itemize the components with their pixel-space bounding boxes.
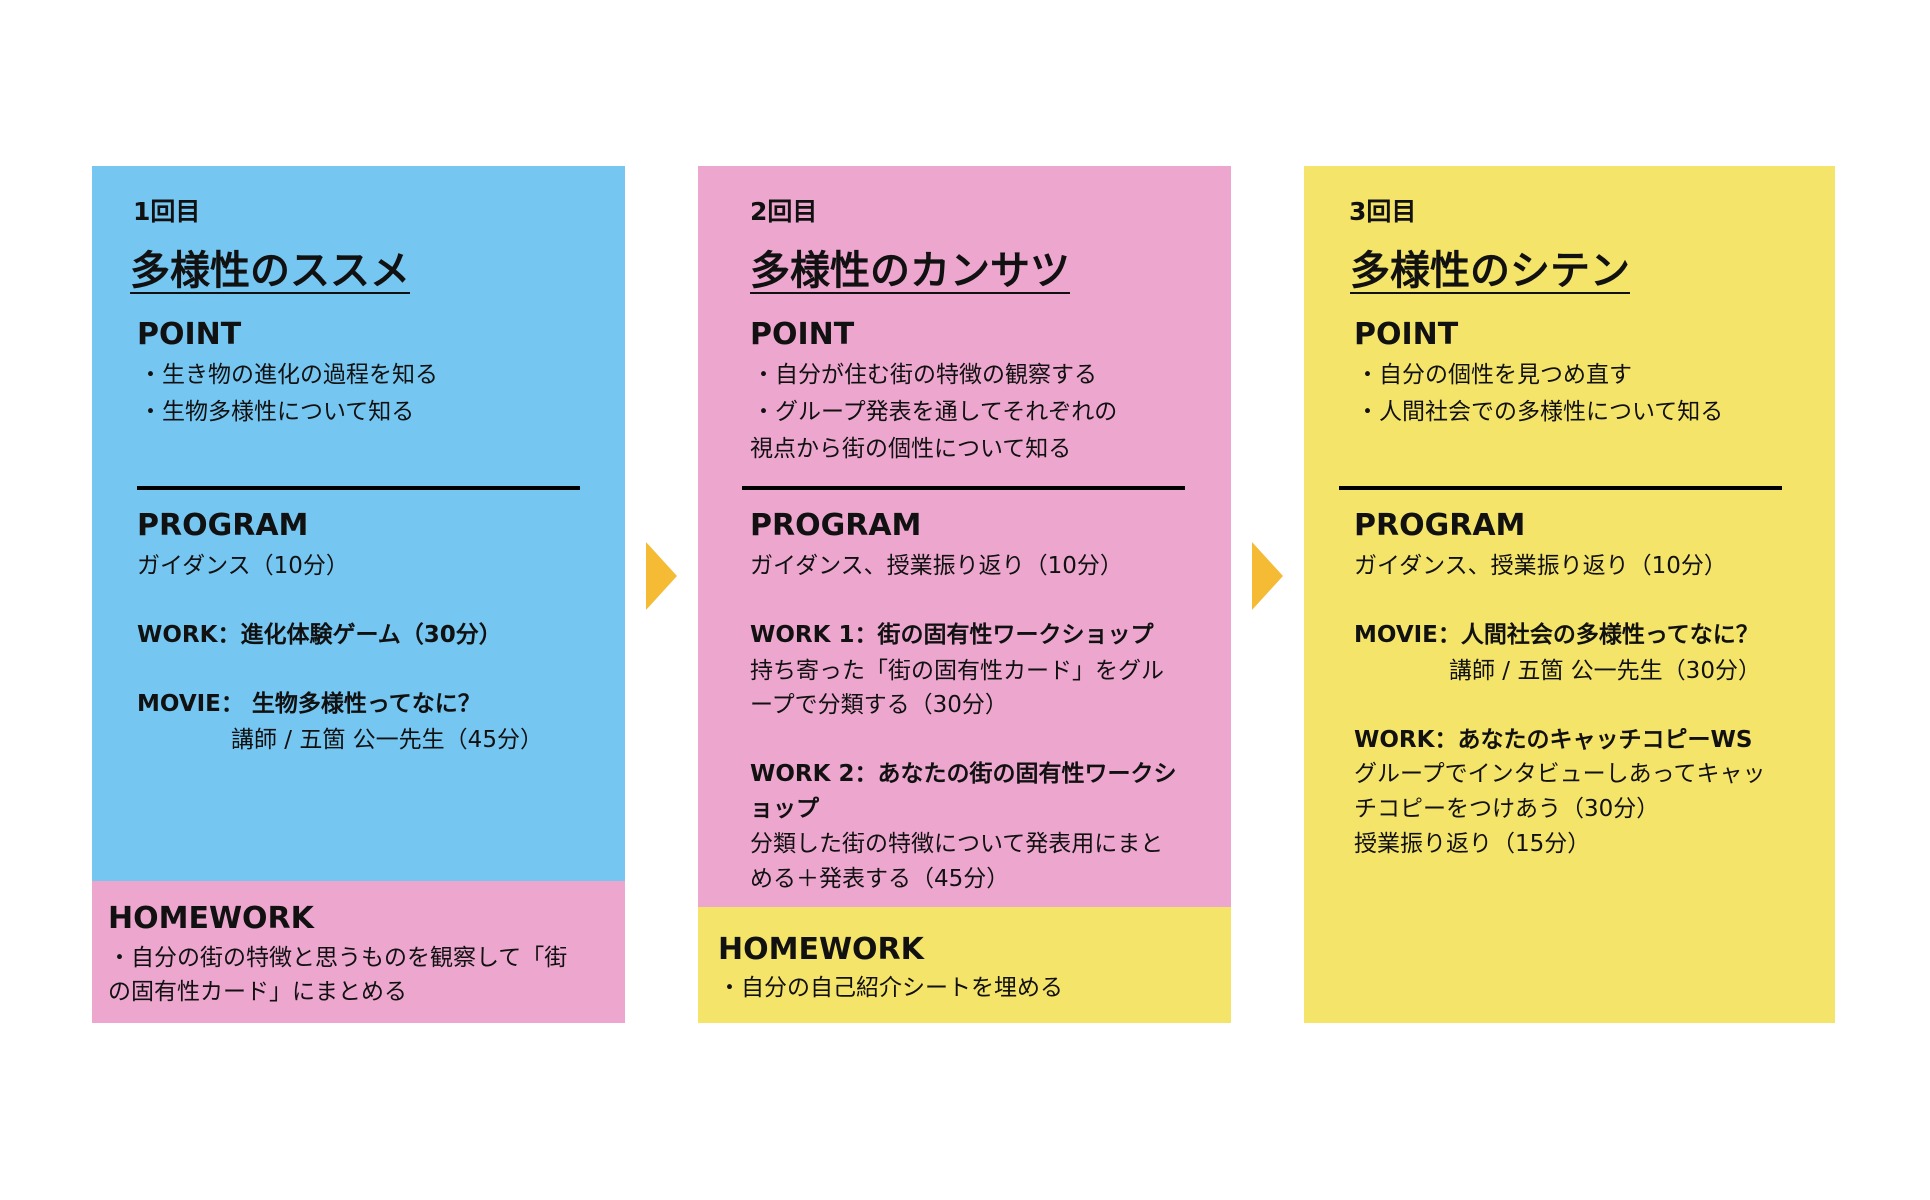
point-item: ・生物多様性について知る bbox=[139, 399, 415, 425]
homework-heading: HOMEWORK bbox=[718, 932, 924, 967]
session-title: 多様性のカンサツ bbox=[750, 248, 1070, 294]
divider bbox=[137, 486, 580, 490]
session-title: 多様性のシテン bbox=[1350, 248, 1630, 294]
program-lecturer: 講師 / 五箇 公一先生（30分） bbox=[1449, 658, 1761, 684]
program-item: ガイダンス（10分） bbox=[137, 553, 349, 579]
arrow-right-icon bbox=[1252, 542, 1283, 610]
homework-item: ・自分の自己紹介シートを埋める bbox=[718, 975, 1063, 1001]
point-item: ・自分が住む街の特徴の観察する bbox=[752, 362, 1097, 388]
homework-box: HOMEWORK ・自分の自己紹介シートを埋める bbox=[698, 907, 1231, 1023]
point-heading: POINT bbox=[137, 317, 242, 352]
divider bbox=[1339, 486, 1782, 490]
program-heading: PROGRAM bbox=[750, 508, 922, 543]
program-item: ョップ bbox=[750, 796, 819, 822]
program-lecturer: 講師 / 五箇 公一先生（45分） bbox=[231, 727, 543, 753]
program-item: める＋発表する（45分） bbox=[750, 866, 1010, 892]
program-item: MOVIE：人間社会の多様性ってなに？ bbox=[1354, 622, 1759, 648]
program-item: ープで分類する（30分） bbox=[750, 692, 1008, 718]
session-card-2: 2回目 多様性のカンサツ POINT ・自分が住む街の特徴の観察する ・グループ… bbox=[698, 166, 1231, 1023]
point-item: ・人間社会での多様性について知る bbox=[1356, 399, 1724, 425]
point-item: ・自分の個性を見つめ直す bbox=[1356, 362, 1632, 388]
program-item: WORK 2：あなたの街の固有性ワークシ bbox=[750, 761, 1177, 787]
point-item: ・生き物の進化の過程を知る bbox=[139, 362, 438, 388]
program-item: 授業振り返り（15分） bbox=[1354, 831, 1591, 857]
program-item: ガイダンス、授業振り返り（10分） bbox=[1354, 553, 1727, 579]
program-item: 持ち寄った「街の固有性カード」をグル bbox=[750, 658, 1164, 684]
program-heading: PROGRAM bbox=[1354, 508, 1526, 543]
homework-item: の固有性カード」にまとめる bbox=[108, 979, 407, 1005]
point-heading: POINT bbox=[1354, 317, 1459, 352]
program-item: MOVIE： 生物多様性ってなに？ bbox=[137, 691, 481, 717]
point-item: ・グループ発表を通してそれぞれの bbox=[752, 399, 1118, 425]
program-item: ガイダンス、授業振り返り（10分） bbox=[750, 553, 1123, 579]
homework-box: HOMEWORK ・自分の街の特徴と思うものを観察して「街 の固有性カード」にま… bbox=[92, 881, 625, 1023]
session-number: 1回目 bbox=[133, 197, 201, 226]
program-item: WORK 1：街の固有性ワークショップ bbox=[750, 622, 1154, 648]
homework-item: ・自分の街の特徴と思うものを観察して「街 bbox=[108, 945, 568, 971]
program-item: 分類した街の特徴について発表用にまと bbox=[750, 831, 1164, 857]
divider bbox=[742, 486, 1185, 490]
arrow-right-icon bbox=[646, 542, 677, 610]
point-heading: POINT bbox=[750, 317, 855, 352]
homework-heading: HOMEWORK bbox=[108, 901, 314, 936]
session-title: 多様性のススメ bbox=[130, 248, 410, 294]
session-card-3: 3回目 多様性のシテン POINT ・自分の個性を見つめ直す ・人間社会での多様… bbox=[1304, 166, 1835, 1023]
program-item: WORK：進化体験ゲーム（30分） bbox=[137, 622, 502, 648]
session-number: 2回目 bbox=[750, 197, 818, 226]
program-item: WORK：あなたのキャッチコピーWS bbox=[1354, 727, 1753, 753]
session-card-1: 1回目 多様性のススメ POINT ・生き物の進化の過程を知る ・生物多様性につ… bbox=[92, 166, 625, 1023]
point-item: 視点から街の個性について知る bbox=[750, 436, 1072, 462]
program-heading: PROGRAM bbox=[137, 508, 309, 543]
program-item: チコピーをつけあう（30分） bbox=[1354, 796, 1660, 822]
session-number: 3回目 bbox=[1349, 197, 1417, 226]
program-item: グループでインタビューしあってキャッ bbox=[1354, 761, 1766, 787]
